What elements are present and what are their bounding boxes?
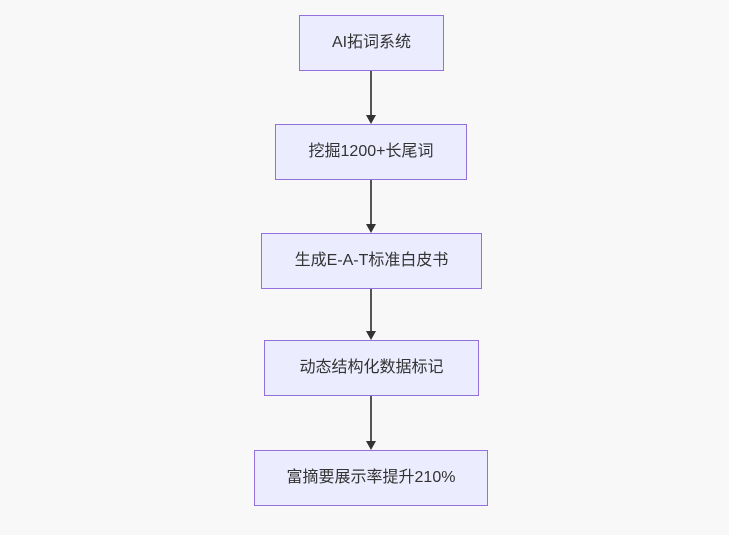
flow-node-label: 富摘要展示率提升210% xyxy=(286,469,456,487)
arrowhead-down-icon xyxy=(366,115,376,124)
arrow-shaft xyxy=(370,71,372,116)
flow-arrow-down xyxy=(366,289,376,340)
flow-node-ai-word-expansion-system: AI拓词系统 xyxy=(299,15,444,71)
flow-node-label: AI拓词系统 xyxy=(331,34,412,52)
flow-node-rich-snippet-rate-increase: 富摘要展示率提升210% xyxy=(254,450,488,506)
flow-node-dynamic-structured-data-markup: 动态结构化数据标记 xyxy=(264,340,479,396)
arrow-shaft xyxy=(370,396,372,442)
flow-node-mine-longtail-keywords: 挖掘1200+长尾词 xyxy=(275,124,467,180)
flow-node-generate-eat-whitepaper: 生成E-A-T标准白皮书 xyxy=(261,233,482,289)
flow-arrow-down xyxy=(366,180,376,233)
arrow-shaft xyxy=(370,289,372,332)
arrowhead-down-icon xyxy=(366,331,376,340)
arrowhead-down-icon xyxy=(366,224,376,233)
flow-node-label: 挖掘1200+长尾词 xyxy=(308,143,434,161)
arrowhead-down-icon xyxy=(366,441,376,450)
flow-node-label: 生成E-A-T标准白皮书 xyxy=(294,252,449,270)
flow-arrow-down xyxy=(366,396,376,450)
arrow-shaft xyxy=(370,180,372,225)
flow-node-label: 动态结构化数据标记 xyxy=(299,359,444,377)
flow-arrow-down xyxy=(366,71,376,124)
